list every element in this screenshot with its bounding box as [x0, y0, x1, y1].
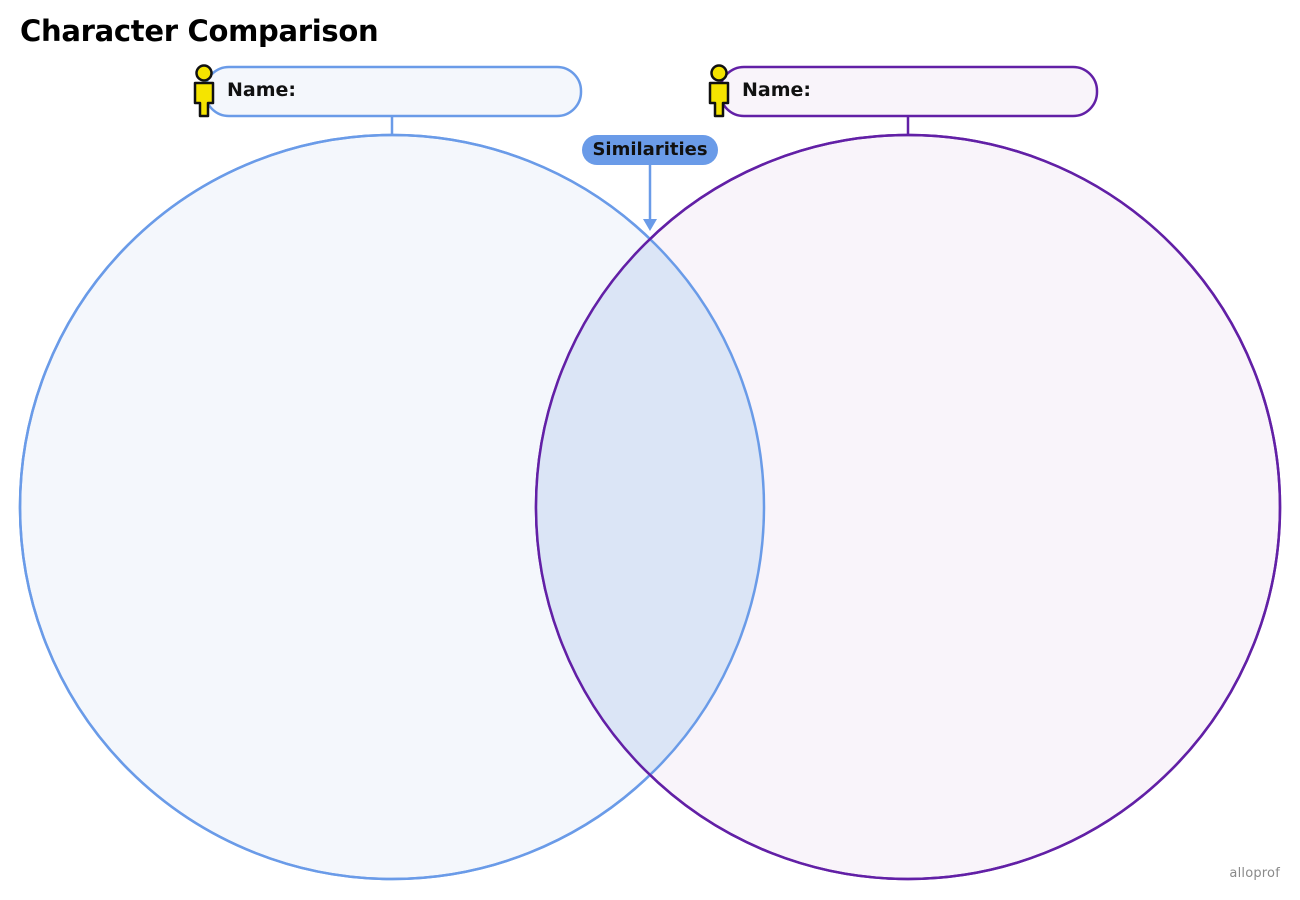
page-title: Character Comparison: [20, 14, 379, 48]
similarities-arrow-head: [643, 219, 657, 231]
left-circle-outline: [18, 133, 766, 881]
similarities-pill: [582, 135, 718, 165]
left-person-icon: [193, 64, 215, 118]
right-person-icon: [708, 64, 730, 118]
left-name-label: Name:: [227, 79, 297, 101]
right-name-label: Name:: [742, 79, 812, 101]
brand-logo-text: alloprof: [1229, 866, 1280, 881]
right-circle-outline: [534, 133, 1282, 881]
similarities-label: Similarities: [592, 139, 708, 160]
